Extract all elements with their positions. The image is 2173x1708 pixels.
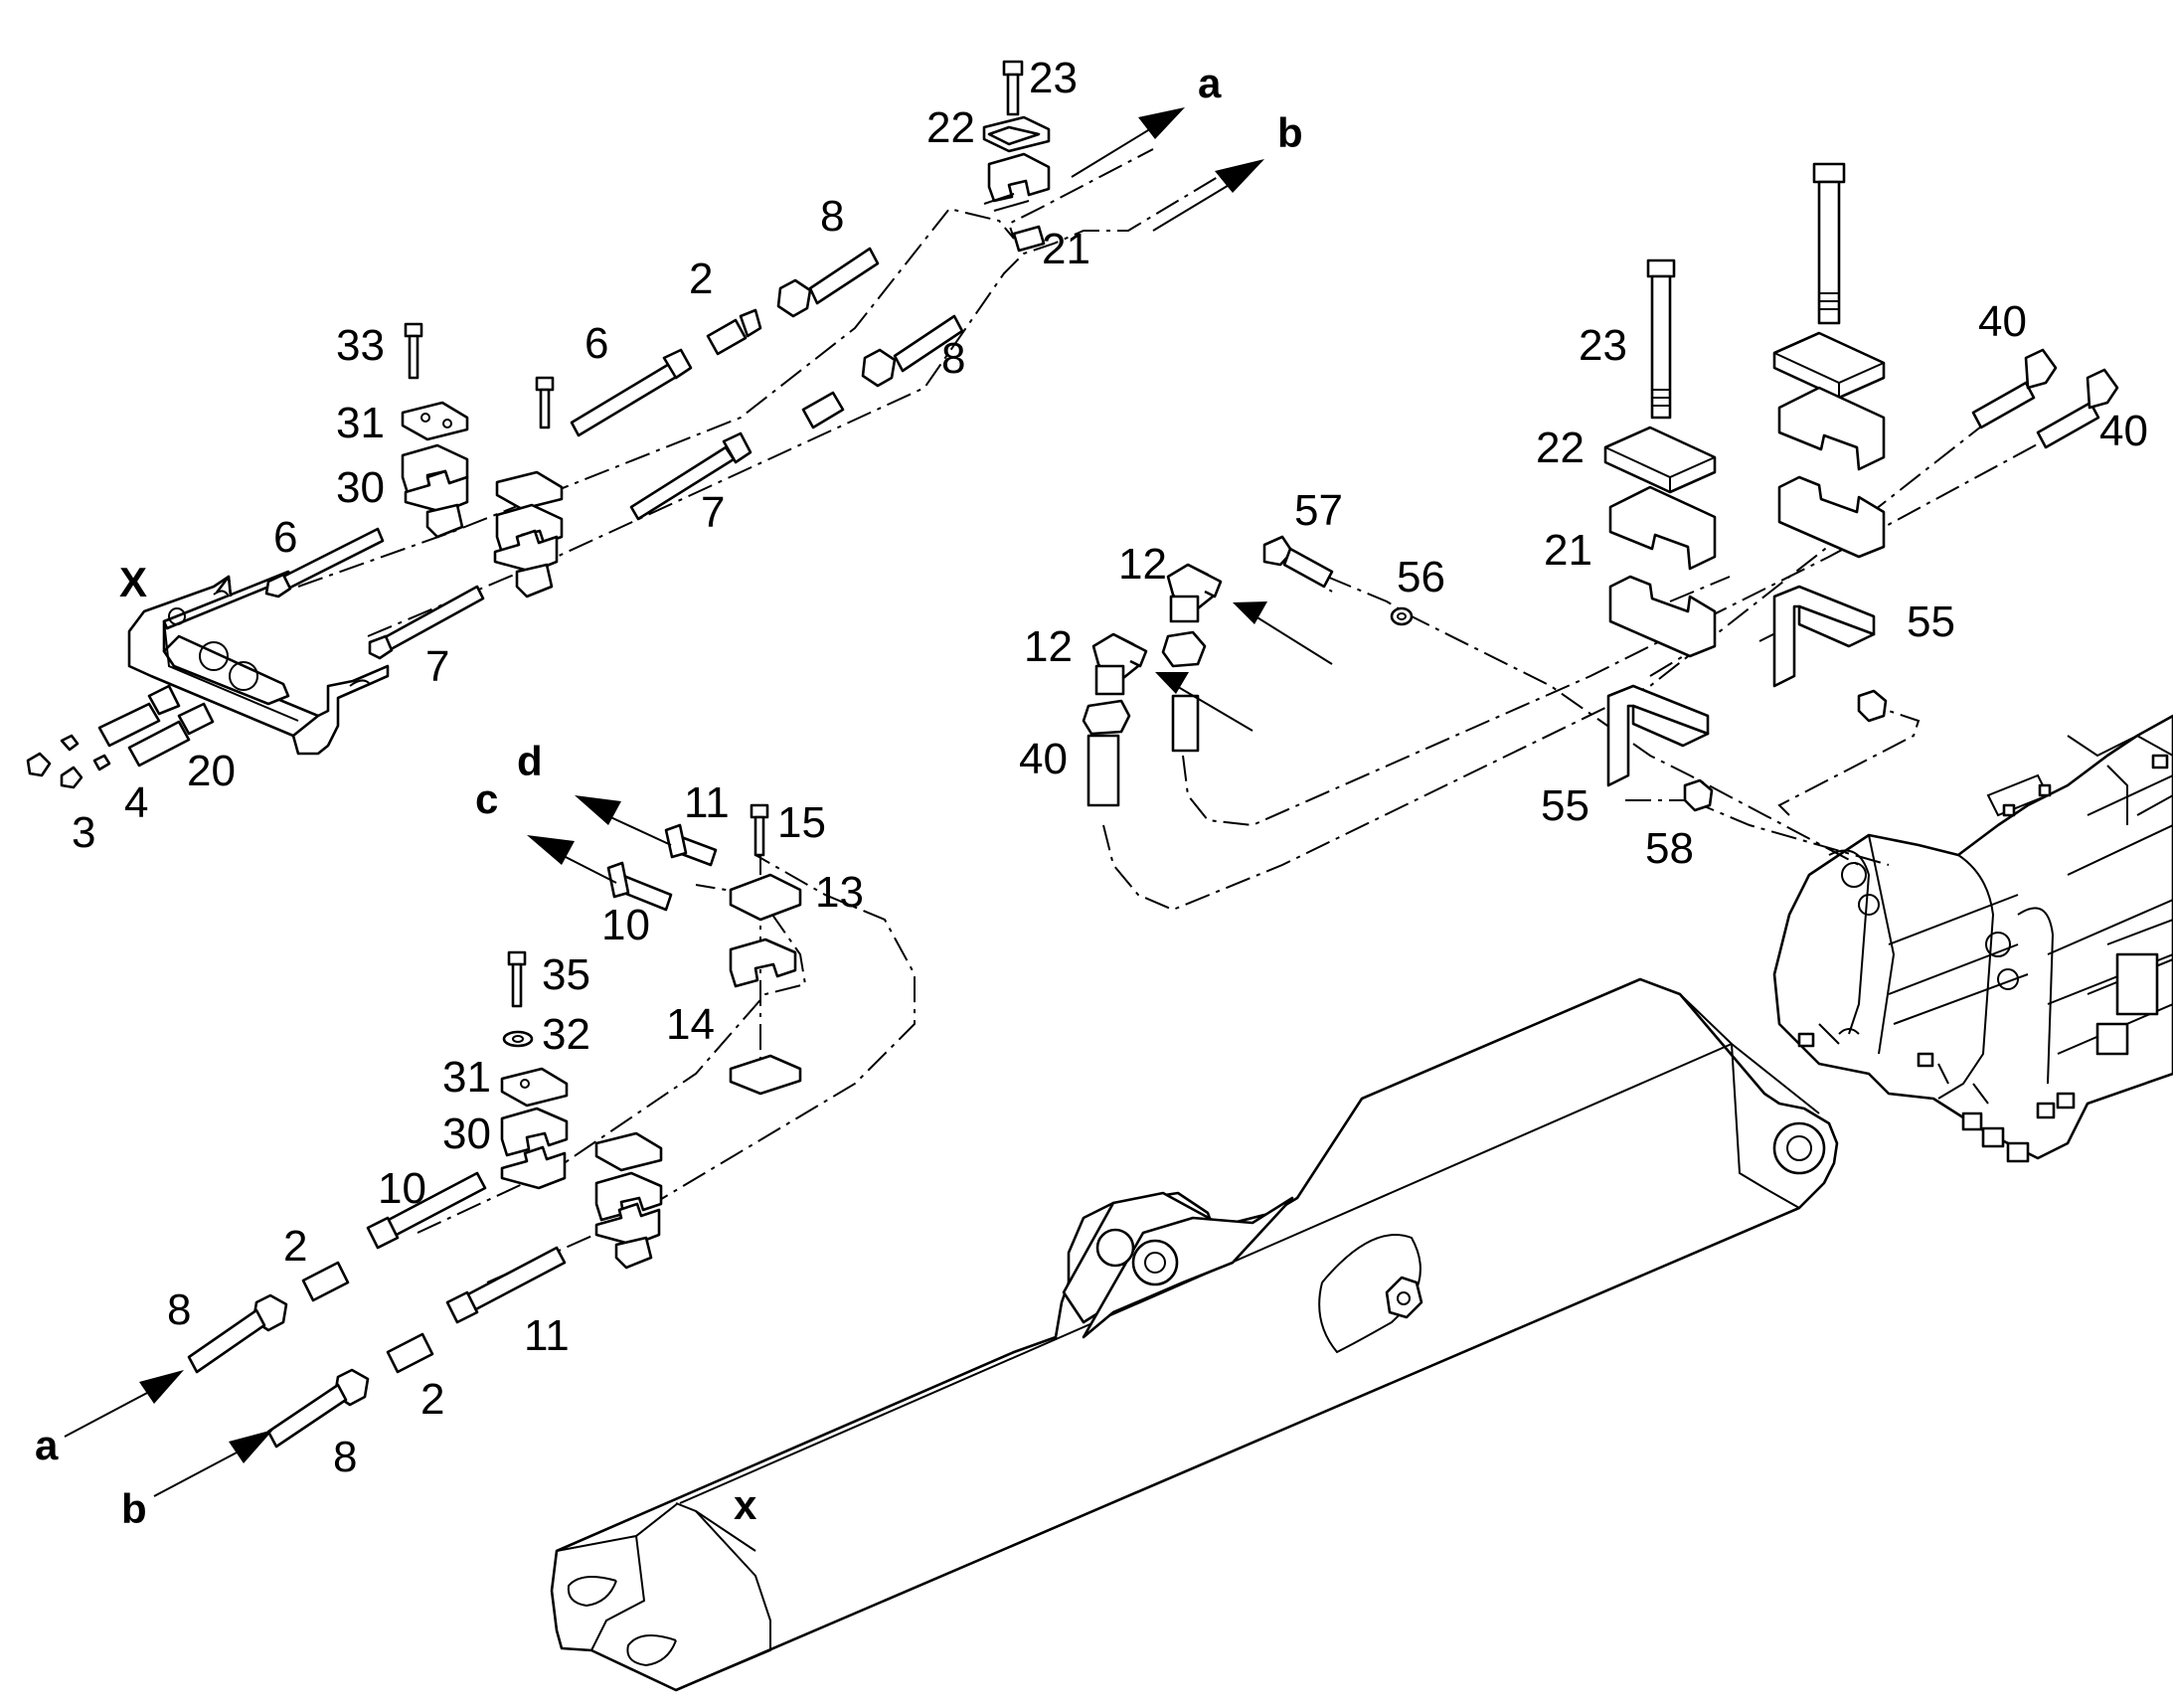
- callout-11-lower: 11: [524, 1311, 570, 1360]
- callout-8-lower-left: 8: [167, 1285, 191, 1334]
- callout-22-right: 22: [1536, 424, 1585, 472]
- callout-32: 32: [542, 1010, 590, 1059]
- pipe-assembly-right: [1082, 162, 2119, 812]
- callout-3: 3: [72, 808, 95, 857]
- callout-23-top: 23: [1029, 54, 1078, 102]
- callout-56: 56: [1397, 553, 1445, 601]
- callout-4: 4: [124, 778, 148, 827]
- callout-14: 14: [666, 1000, 715, 1049]
- connection-a-bottom: a: [35, 1422, 59, 1468]
- callout-22-top: 22: [926, 103, 975, 152]
- callout-13: 13: [815, 868, 864, 917]
- connection-b-bottom: b: [121, 1485, 147, 1532]
- callout-10-center: 10: [601, 901, 650, 949]
- callout-55-left: 55: [1541, 781, 1589, 830]
- connection-a-top: a: [1198, 60, 1222, 106]
- callout-2-upper: 2: [689, 255, 713, 303]
- callout-40-right: 40: [2099, 407, 2148, 455]
- callout-8-lower-right: 8: [333, 1433, 357, 1481]
- direction-arrows: [64, 107, 1264, 1497]
- callout-31-lower: 31: [442, 1053, 491, 1102]
- callout-33: 33: [336, 321, 385, 370]
- callout-30-lower: 30: [442, 1110, 491, 1158]
- callout-58: 58: [1645, 824, 1694, 873]
- callout-21-right: 21: [1544, 526, 1592, 575]
- callout-12-upper: 12: [1118, 540, 1167, 589]
- callout-2-lower-right: 2: [420, 1375, 444, 1424]
- callout-23-right: 23: [1579, 321, 1627, 370]
- callout-2-lower-left: 2: [283, 1222, 307, 1271]
- callout-30-upper: 30: [336, 463, 385, 512]
- callout-8-upper-2: 8: [941, 334, 965, 383]
- callout-7-upper: 7: [701, 488, 725, 537]
- callout-12-lower: 12: [1024, 622, 1073, 671]
- callout-31-upper: 31: [336, 399, 385, 447]
- main-frame: [1772, 714, 2173, 1163]
- callout-55-right: 55: [1907, 598, 1955, 646]
- connection-b-top: b: [1277, 109, 1303, 156]
- callout-57: 57: [1294, 486, 1343, 535]
- callout-10-lower: 10: [378, 1164, 426, 1213]
- x-mark-label: x: [734, 1481, 757, 1528]
- callout-6-lower: 6: [273, 513, 297, 562]
- callout-40-top: 40: [1978, 297, 2027, 346]
- callout-8-upper: 8: [820, 192, 844, 241]
- connection-d: d: [517, 738, 543, 784]
- pipe-assembly-center: [187, 803, 802, 1449]
- connection-c: c: [475, 775, 498, 822]
- callout-35: 35: [542, 950, 590, 999]
- bracket-x: [127, 570, 390, 756]
- callout-20: 20: [187, 747, 236, 795]
- callout-40-left: 40: [1019, 735, 1068, 783]
- callout-15: 15: [777, 798, 826, 847]
- boom-arm: [550, 977, 1839, 1692]
- callout-21-top: 21: [1042, 225, 1090, 273]
- callout-7-lower: 7: [425, 642, 449, 691]
- callout-6-upper: 6: [585, 319, 608, 368]
- callout-labels: 23 22 8 21 2 6 8 33 31 30 7 6 7 X 3 4 20…: [35, 54, 2148, 1532]
- callout-x-bracket: X: [119, 559, 147, 605]
- pipe-assembly-top-left: [26, 60, 1051, 789]
- callout-11-center: 11: [684, 778, 730, 827]
